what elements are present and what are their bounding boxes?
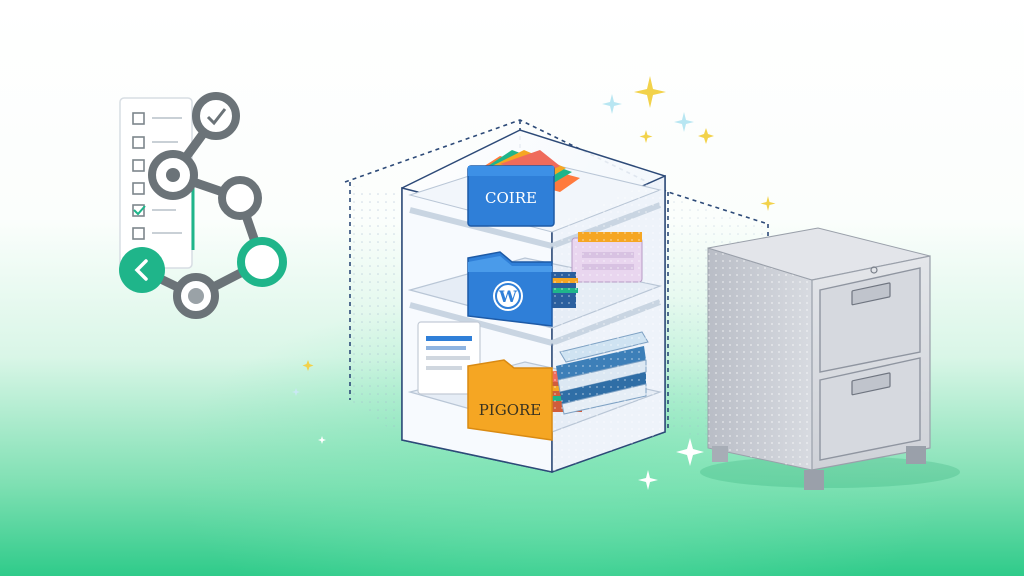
svg-text:W: W	[498, 287, 518, 306]
wordpress-logo-icon	[493, 281, 523, 311]
top-bin-label: COIRE	[485, 189, 537, 207]
dotted-shadow	[350, 186, 405, 440]
sparkle-icon	[292, 76, 776, 490]
document-panel	[417, 321, 481, 395]
workflow-nodes-icon	[119, 92, 287, 319]
filing-cabinet-icon	[700, 227, 960, 490]
shelf-unit-icon: COIRE W	[401, 129, 666, 474]
top-file-bin: COIRE	[467, 150, 580, 227]
bottom-bin-label: PIGORE	[479, 401, 542, 419]
